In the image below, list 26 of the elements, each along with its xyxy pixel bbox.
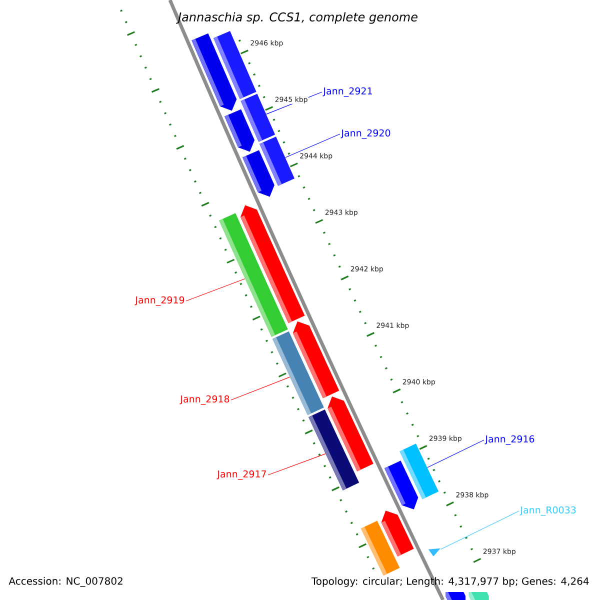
gene-block: [240, 94, 276, 142]
leader-line: [285, 134, 340, 158]
leader-line: [186, 278, 246, 302]
gene-block: [219, 213, 288, 337]
gene-feature: [446, 592, 466, 600]
leader-line: [230, 376, 290, 400]
genome-info-text: Topology: circular; Length: 4,317,977 bp; Genes: 4,264: [311, 577, 589, 587]
title: Jannaschia sp. CCS1, complete genome: [176, 12, 418, 24]
gene-label: Jann_2919: [134, 296, 184, 306]
leader-line: [268, 454, 326, 476]
gene-block: [468, 592, 489, 600]
gene-label: Jann_2921: [322, 87, 372, 97]
gene-label: Jann_R0033: [520, 506, 576, 516]
leader-line: [440, 510, 520, 550]
leader-line: [427, 440, 484, 468]
gene-label: Jann_2920: [340, 129, 390, 139]
gene-block: [260, 136, 295, 186]
gene-feature: [381, 510, 414, 557]
gene-label: Jann_2916: [484, 435, 534, 445]
accession-text: Accession: NC_007802: [8, 577, 122, 587]
triangle-marker: [428, 548, 440, 556]
gene-label: Jann_2917: [216, 470, 266, 480]
gene-label: Jann_2918: [180, 395, 230, 405]
gene-block: [308, 410, 360, 490]
gene-block: [272, 331, 324, 416]
gene-block: [400, 444, 439, 500]
